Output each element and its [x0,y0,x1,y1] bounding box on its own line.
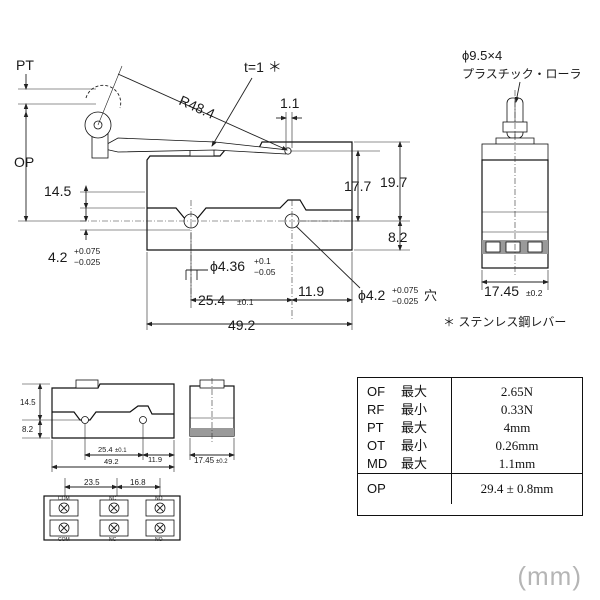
dim-4-2: 4.2 [48,249,68,265]
spec-row-op: OP 29.4 ± 0.8mm [358,473,582,504]
small-dim-8-2: 8.2 [22,425,34,434]
small-dim-14-5: 14.5 [20,398,36,407]
terminal-label-no-bottom: NO [155,537,163,543]
pitch-tol: ±0.1 [237,297,254,307]
dim-19-7: 19.7 [380,174,407,190]
op-label: OP [14,154,34,170]
hole-dia: ϕ4.36 [210,258,245,274]
small-pitch-tol: ±0.1 [115,448,127,454]
hole2-tol-upper: +0.075 [392,285,419,295]
side-view [481,81,549,290]
dim-4-2-tol-lower: −0.025 [74,257,101,267]
roller-label: ϕ9.5×4 [462,48,502,63]
hole-dia-tol-lower: −0.05 [254,267,276,277]
terminal-label-nc-bottom: NC [109,537,117,543]
spec-key: OP [358,473,401,504]
side-width-tol: ±0.2 [526,288,543,298]
spec-row-pt: PT 最大 4mm [358,419,582,437]
spec-row-of: OF 最大 2.65N [358,378,582,401]
roller-name: プラスチック・ローラ [462,67,582,81]
spec-qualifier: 最小 [401,402,428,417]
spec-qualifier: 最小 [401,438,428,453]
spec-value: 1.1mm [451,455,582,474]
spec-key: RF [367,402,385,417]
small-pitch: 25.4 [98,445,113,454]
terminal-label-com-bottom: COM [58,537,70,543]
unit-label: (mm) [517,561,582,591]
terminal-label-com-top: COM [58,496,70,502]
spec-qualifier: 最大 [401,456,428,471]
terminal-dim-23-5: 23.5 [84,478,100,487]
spec-key: MD [367,456,388,471]
terminal-label-nc-top: NC [109,496,117,502]
small-side-view [189,378,235,460]
spec-key: PT [367,420,384,435]
radius-label: R48.4 [177,92,218,122]
main-front-view [18,65,410,330]
pitch: 25.4 [198,292,225,308]
mounting-notch [147,199,352,221]
small-dim-49-2: 49.2 [104,457,119,466]
spec-row-ot: OT 最小 0.26mm [358,437,582,455]
terminal-dim-16-8: 16.8 [130,478,146,487]
small-front-view [22,379,175,472]
hole2-suffix: 穴 [424,288,437,303]
terminal-label-no-top: NO [155,496,163,502]
pt-label: PT [16,57,34,73]
spec-value: 0.26mm [451,437,582,455]
spec-value: 2.65N [451,378,582,401]
dim-1-1: 1.1 [280,95,300,111]
dim-14-5: 14.5 [44,183,71,199]
spec-key: OT [367,438,386,453]
dim-17-7: 17.7 [344,178,371,194]
spec-qualifier: 最大 [401,420,428,435]
spec-value: 4mm [451,419,582,437]
dim-4-2-tol-upper: +0.075 [74,246,101,256]
hole-dia-tol-upper: +0.1 [254,256,271,266]
spec-qualifier: 最大 [401,384,428,399]
small-dim-11-9: 11.9 [148,455,162,464]
spec-value: 0.33N [451,401,582,419]
switch-body [146,141,353,251]
hole2-tol-lower: −0.025 [392,296,419,306]
terminal-view [43,478,181,541]
hole2-dia: ϕ4.2 [358,287,386,303]
spec-key: OF [367,384,386,399]
material-note: ＊ ステンレス鋼レバー [443,315,566,329]
small-side-width: 17.45 [194,456,215,465]
t-note: t=1 ＊ [244,59,282,75]
spec-row-rf: RF 最小 0.33N [358,401,582,419]
spec-table: OF 最大 2.65N RF 最小 0.33N PT 最大 4mm OT 最小 … [357,377,583,516]
spec-row-md: MD 最大 1.1mm [358,455,582,474]
dim-49-2: 49.2 [228,317,255,333]
dim-11-9: 11.9 [298,283,324,299]
small-side-width-tol: ±0.2 [216,459,228,465]
spec-value: 29.4 ± 0.8mm [451,473,582,504]
dim-8-2: 8.2 [388,229,408,245]
side-width: 17.45 [484,283,519,299]
